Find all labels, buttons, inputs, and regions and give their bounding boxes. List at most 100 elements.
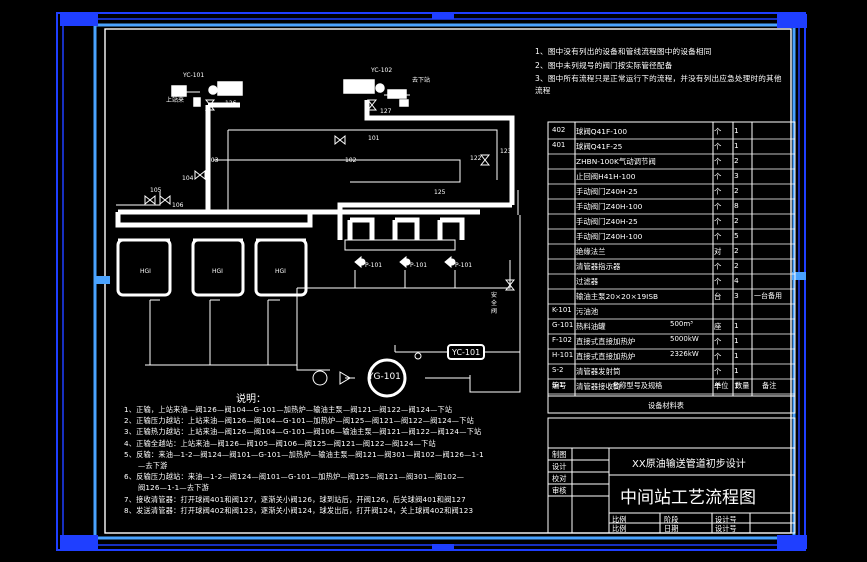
grip-tm: [432, 13, 454, 19]
bom-name: 手动阀门Z40H-100: [576, 202, 643, 211]
grip-tr: [777, 14, 807, 28]
legend-lines: 1、正输，上站来油—阀126—阀104—G-101—加热炉—输油主泵—阀121—…: [124, 405, 534, 520]
bom-qty: 1: [734, 141, 739, 150]
bom-qty: 1: [734, 336, 739, 345]
bom-qty: 2: [734, 261, 739, 270]
tag-yc102: YC-102: [371, 67, 393, 74]
bom-unit: 个: [714, 202, 722, 211]
bom-qty: 3: [734, 291, 739, 300]
tb-bottom-1-0: 比例: [612, 524, 627, 533]
bom-unit: 个: [714, 142, 722, 151]
bom-header-unit: 单位: [714, 381, 729, 390]
tag-down: 去下站: [412, 77, 431, 84]
bom-qty: 5: [734, 231, 739, 240]
bom-header-name: 名称型号及规格: [612, 381, 663, 390]
bom-unit: 个: [714, 232, 722, 241]
bom-spec: 5000kW: [670, 335, 699, 343]
bom-name: 热料油罐: [576, 322, 606, 331]
tb-label-3: 审核: [552, 486, 567, 495]
bom-code: H-101: [552, 351, 574, 359]
bom-qty: 1: [734, 381, 739, 390]
tb-bottom-1-2: 设计号: [715, 524, 737, 533]
bom-header-code: 编号: [552, 381, 567, 390]
safety-valve-label: 安全阀: [491, 292, 498, 315]
bom-spec: 2326kW: [670, 350, 699, 358]
valve-label-101: 101: [368, 135, 380, 142]
tag-yc101: YC-101: [183, 72, 205, 79]
bom-qty: 2: [734, 246, 739, 255]
bom-name: 清管器指示器: [576, 262, 621, 271]
title-main: 中间站工艺流程图: [620, 488, 756, 508]
bom-unit: 个: [714, 277, 722, 286]
tank-heater: [447, 344, 485, 360]
bottom-pump: [312, 352, 422, 386]
bom-row: 402 球阀Q41F-100 个 1: [548, 124, 793, 139]
bom-qty: 1: [734, 321, 739, 330]
bom-unit: 个: [714, 337, 722, 346]
outer-frame: [56, 12, 806, 551]
bom-name: 直接式直接加热炉: [576, 352, 636, 361]
legend-line: 5、反输：来油—1-2—阀124—阀101—G-101—加热炉—输油主泵—阀12…: [124, 449, 484, 459]
bom-name: 止回阀H41H-100: [576, 172, 636, 181]
bom-name: 手动阀门Z40H-25: [576, 187, 638, 196]
bom-code: 402: [552, 126, 566, 134]
grip-bm: [432, 544, 454, 550]
legend-line: 3、正输热力越站：上站来油—阀126—阀104—G-101—阀106—输油主泵—…: [124, 427, 482, 437]
valve-label-104: 104: [182, 175, 194, 182]
bom-unit: 个: [714, 382, 722, 391]
tb-label-2: 校对: [552, 474, 567, 483]
bom-unit: 座: [714, 322, 722, 331]
note-1: 1、图中没有列出的设备和管线流程图中的设备相同: [535, 47, 712, 56]
pig-receiver-top: [171, 81, 243, 107]
valve-label-106: 106: [172, 202, 184, 209]
bom-unit: 个: [714, 187, 722, 196]
valve-label-123: 123: [500, 148, 512, 155]
grip-bl: [60, 535, 98, 549]
valve-label-105: 105: [150, 187, 162, 194]
tb-label-0: 制图: [552, 450, 567, 459]
outer-frame-2: [62, 18, 800, 546]
valves: [144, 99, 516, 291]
heater-1-label: HGI: [140, 268, 151, 275]
tag-up: 上站来: [166, 97, 185, 104]
valve-label-102: 102: [345, 157, 357, 164]
bom-code: 401: [552, 141, 566, 149]
bom-code: S-2: [552, 366, 564, 374]
legend-line: 4、正输全越站：上站来油—阀126—阀105—阀106—阀125—阀121—阀1…: [124, 438, 436, 448]
bom-name: 球阀Q41F-100: [576, 127, 628, 136]
tb-bottom-1-1: 日期: [664, 524, 679, 533]
bom-name: ZHBN-100K气动调节阀: [576, 157, 656, 166]
bom-unit: 个: [714, 367, 722, 376]
bom-code: S-1: [552, 381, 564, 389]
bom-name: 直接式直接加热炉: [576, 337, 636, 346]
bom-qty: 1: [734, 126, 739, 135]
bom-name: 输油主泵20×20×19ISB: [576, 292, 659, 301]
grip-ml: [96, 276, 110, 284]
bom-unit: 个: [714, 217, 722, 226]
legend-line: 6、反输压力越站：来油—1-2—阀124—阀101—G-101—加热炉—阀125…: [124, 472, 465, 482]
bom-name: 污油池: [576, 307, 599, 316]
pump-2-label: P-101: [410, 262, 428, 269]
bom-name: 清管器接收筒: [576, 382, 621, 391]
tb-label-1: 设计: [552, 462, 567, 471]
note-3: 3、图中所有流程只是正常运行下的流程，并没有列出应急处理时的其他流程: [535, 74, 782, 95]
legend-line: 1、正输，上站来油—阀126—阀104—G-101—加热炉—输油主泵—阀121—…: [124, 405, 453, 414]
filter-manifold: [344, 239, 456, 269]
valve-label-127: 127: [380, 108, 392, 115]
bom-unit: 个: [714, 127, 722, 136]
